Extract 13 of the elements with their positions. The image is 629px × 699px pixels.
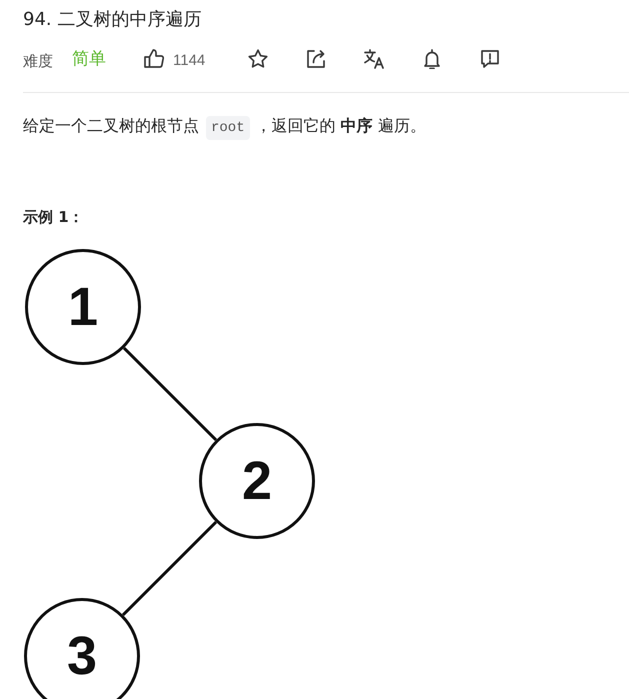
tree-node-circle: 2 <box>199 423 315 539</box>
description-text: ，返回它的 中序 遍历。 <box>256 116 426 135</box>
edge-line <box>122 346 218 442</box>
like-count: 1144 <box>173 51 206 71</box>
page-title: 94. 二叉树的中序遍历 <box>23 8 202 32</box>
difficulty-label: 难度 <box>23 51 53 72</box>
tree-node-circle: 3 <box>24 598 140 699</box>
difficulty-value: 简单 <box>72 48 106 70</box>
inline-code: root <box>206 116 250 140</box>
tree-node-circle: 1 <box>25 249 141 365</box>
description-text: 给定一个二叉树的根节点 <box>23 116 199 135</box>
example-heading: 示例 1： <box>23 207 84 228</box>
edge-line <box>122 520 218 616</box>
